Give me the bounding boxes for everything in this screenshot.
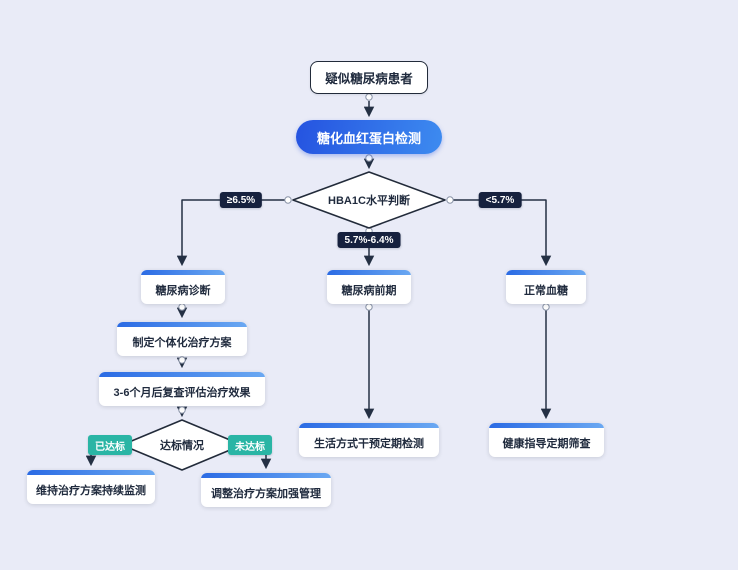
node-hba1c-decision-label: HBA1C水平判断 [328,195,410,207]
diamond-shape [292,171,446,229]
port-dot [284,196,292,204]
node-normal-glucose-label: 正常血糖 [524,284,568,297]
node-adjust-plan-label: 调整治疗方案加强管理 [211,487,321,500]
diamond-shape [121,419,243,471]
node-adjust-plan[interactable]: 调整治疗方案加强管理 [201,473,331,507]
edge-decision-normal [453,199,552,267]
port-dot [178,356,186,364]
port-dot [365,303,373,311]
node-review-evaluation[interactable]: 3-6个月后复查评估治疗效果 [99,372,265,406]
card-accent-bar [201,473,331,478]
card-accent-bar [299,423,439,428]
node-lifestyle-intervention-label: 生活方式干预定期检测 [314,437,424,450]
node-lifestyle-intervention[interactable]: 生活方式干预定期检测 [299,423,439,457]
node-prediabetes-label: 糖尿病前期 [341,284,397,297]
port-dot [446,196,454,204]
edge-label-ge-6-5[interactable]: ≥6.5% [219,192,263,208]
card-accent-bar [117,322,247,327]
card-accent-bar [489,423,604,428]
node-review-evaluation-label: 3-6个月后复查评估治疗效果 [113,386,251,399]
node-maintain-plan[interactable]: 维持治疗方案持续监测 [27,470,155,504]
card-accent-bar [99,372,265,377]
node-hba1c-test-label: 糖化血红蛋白检测 [316,130,421,146]
node-treatment-plan[interactable]: 制定个体化治疗方案 [117,322,247,356]
card-accent-bar [327,270,411,275]
node-maintain-plan-label: 维持治疗方案持续监测 [36,484,146,497]
port-dot [178,303,186,311]
port-dot [178,406,186,414]
node-target-decision-label: 达标情况 [160,440,204,452]
port-dot [542,303,550,311]
node-target-decision[interactable]: 达标情况 [120,419,244,471]
card-accent-bar [506,270,586,275]
node-suspected-patient-label: 疑似糖尿病患者 [325,72,413,86]
node-hba1c-test[interactable]: 糖化血红蛋白检测 [296,120,442,154]
port-dot [365,154,373,162]
node-prediabetes[interactable]: 糖尿病前期 [327,270,411,304]
node-diabetes-diagnosis[interactable]: 糖尿病诊断 [141,270,225,304]
node-treatment-plan-label: 制定个体化治疗方案 [132,336,232,349]
node-health-guidance-label: 健康指导定期筛查 [502,437,591,450]
node-hba1c-decision[interactable]: HBA1C水平判断 [291,171,447,229]
node-normal-glucose[interactable]: 正常血糖 [506,270,586,304]
node-suspected-patient[interactable]: 疑似糖尿病患者 [310,61,428,94]
edge-decision-diagnosis [176,199,285,267]
edge-label-5-7-to-6-4[interactable]: 5.7%-6.4% [337,232,401,248]
edge-label-lt-5-7[interactable]: <5.7% [478,192,522,208]
card-accent-bar [141,270,225,275]
node-diabetes-diagnosis-label: 糖尿病诊断 [155,284,211,297]
card-accent-bar [27,470,155,475]
edge-label-achieved[interactable]: 已达标 [88,435,132,455]
edge-label-not-achieved[interactable]: 未达标 [228,435,272,455]
node-health-guidance[interactable]: 健康指导定期筛查 [489,423,604,457]
port-dot [365,93,373,101]
